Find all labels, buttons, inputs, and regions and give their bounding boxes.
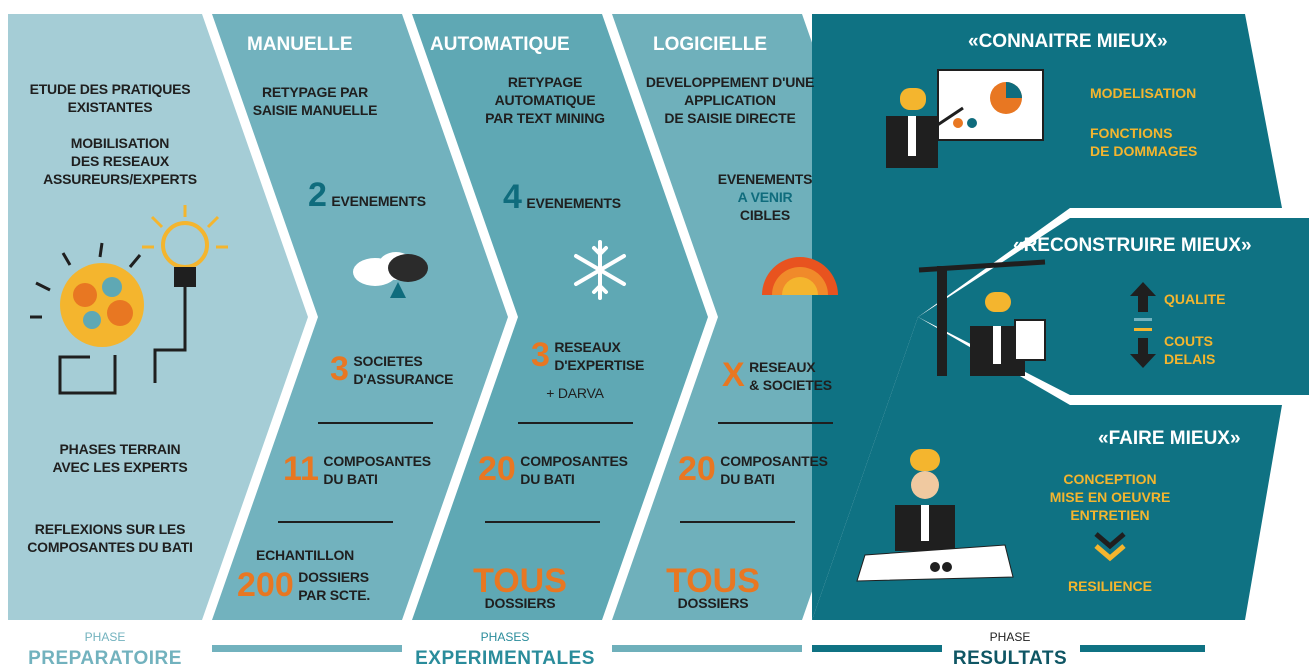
footer-phase1-big: PREPARATOIRE bbox=[28, 648, 182, 669]
footer-phase3-small: PHASE bbox=[989, 630, 1031, 644]
col4-events-avenir: A VENIR bbox=[737, 189, 793, 205]
col4-rule-1 bbox=[718, 422, 833, 424]
presenter-chart-icon bbox=[886, 69, 1044, 168]
reconstruire-delais: DELAIS bbox=[1164, 351, 1216, 367]
col2-comp-num: 11 bbox=[283, 450, 319, 488]
panel-preparatoire bbox=[8, 14, 308, 620]
col4-res-label: RESEAUX& SOCIETES bbox=[749, 359, 832, 393]
col2-rule-2 bbox=[278, 521, 393, 523]
arrow-down-icon bbox=[1130, 338, 1156, 368]
col2-soc-num: 3 bbox=[330, 350, 349, 388]
connaitre-modelisation: MODELISATION bbox=[1090, 85, 1197, 101]
col3-title: AUTOMATIQUE bbox=[430, 34, 570, 55]
col3-rule-2 bbox=[485, 521, 600, 523]
col3-events: 4 EVENEMENTS bbox=[503, 180, 621, 214]
connaitre-title: «CONNAITRE MIEUX» bbox=[968, 31, 1168, 52]
reconstruire-qualite: QUALITE bbox=[1164, 291, 1226, 307]
panel-automatique bbox=[412, 14, 708, 620]
col4-x: X bbox=[722, 356, 745, 394]
footer-phase2-small: PHASES bbox=[480, 630, 530, 644]
brain-gears-lightbulb-icon bbox=[30, 205, 228, 395]
col3-events-num: 4 bbox=[503, 178, 522, 216]
panel-manuelle bbox=[212, 14, 508, 620]
reconstruire-title: «RECONSTRUIRE MIEUX» bbox=[1013, 235, 1252, 256]
footer-bar-1 bbox=[212, 645, 402, 652]
col4-comp-num: 20 bbox=[678, 450, 716, 488]
col4-events: EVENEMENTS A VENIR CIBLES bbox=[700, 170, 830, 224]
footer-phase2-big: EXPERIMENTALES bbox=[415, 648, 595, 669]
col3-dossiers: DOSSIERS bbox=[484, 595, 556, 611]
footer-bar-4 bbox=[1080, 645, 1205, 652]
col2-events-label: EVENEMENTS bbox=[331, 193, 426, 209]
snowflake-icon bbox=[574, 240, 626, 300]
col2-echantillon: ECHANTILLON bbox=[255, 547, 355, 563]
col4-reseaux: X RESEAUX& SOCIETES bbox=[722, 358, 832, 395]
cloud-rain-icon bbox=[353, 252, 428, 298]
footer-bar-2 bbox=[612, 645, 802, 652]
col4-tous: TOUS bbox=[666, 562, 760, 600]
col2-doss-num: 200 bbox=[237, 566, 294, 604]
footer-phase1-small: PHASE bbox=[84, 630, 126, 644]
col4-title: LOGICIELLE bbox=[653, 34, 767, 55]
reconstruire-divider-yellow bbox=[1134, 328, 1152, 331]
footer-phase3-big: RESULTATS bbox=[952, 648, 1068, 669]
col4-rule-2 bbox=[680, 521, 795, 523]
col2-events-num: 2 bbox=[308, 176, 327, 214]
faire-title: «FAIRE MIEUX» bbox=[1098, 428, 1241, 449]
worker-blueprint-icon bbox=[856, 449, 1014, 582]
col3-res-num: 3 bbox=[531, 336, 550, 374]
arrow-up-icon bbox=[1130, 282, 1156, 312]
footer-bar-3 bbox=[812, 645, 942, 652]
col2-events: 2 EVENEMENTS bbox=[308, 178, 426, 212]
col4-dossiers: DOSSIERS bbox=[677, 595, 749, 611]
reconstruire-divider-teal bbox=[1134, 318, 1152, 321]
reconstruire-couts: COUTS bbox=[1164, 333, 1213, 349]
col3-darva: + DARVA bbox=[546, 385, 604, 401]
col3-tous: TOUS bbox=[473, 562, 567, 600]
col3-events-label: EVENEMENTS bbox=[526, 195, 621, 211]
double-chevron-down-icon bbox=[1094, 532, 1126, 562]
col2-title: MANUELLE bbox=[247, 34, 353, 55]
half-sun-icon bbox=[762, 257, 838, 295]
faire-resilience: RESILIENCE bbox=[1067, 578, 1152, 594]
col3-comp-num: 20 bbox=[478, 450, 516, 488]
crane-worker-icon bbox=[918, 259, 1046, 376]
col3-rule-1 bbox=[518, 422, 633, 424]
col2-rule-1 bbox=[318, 422, 433, 424]
